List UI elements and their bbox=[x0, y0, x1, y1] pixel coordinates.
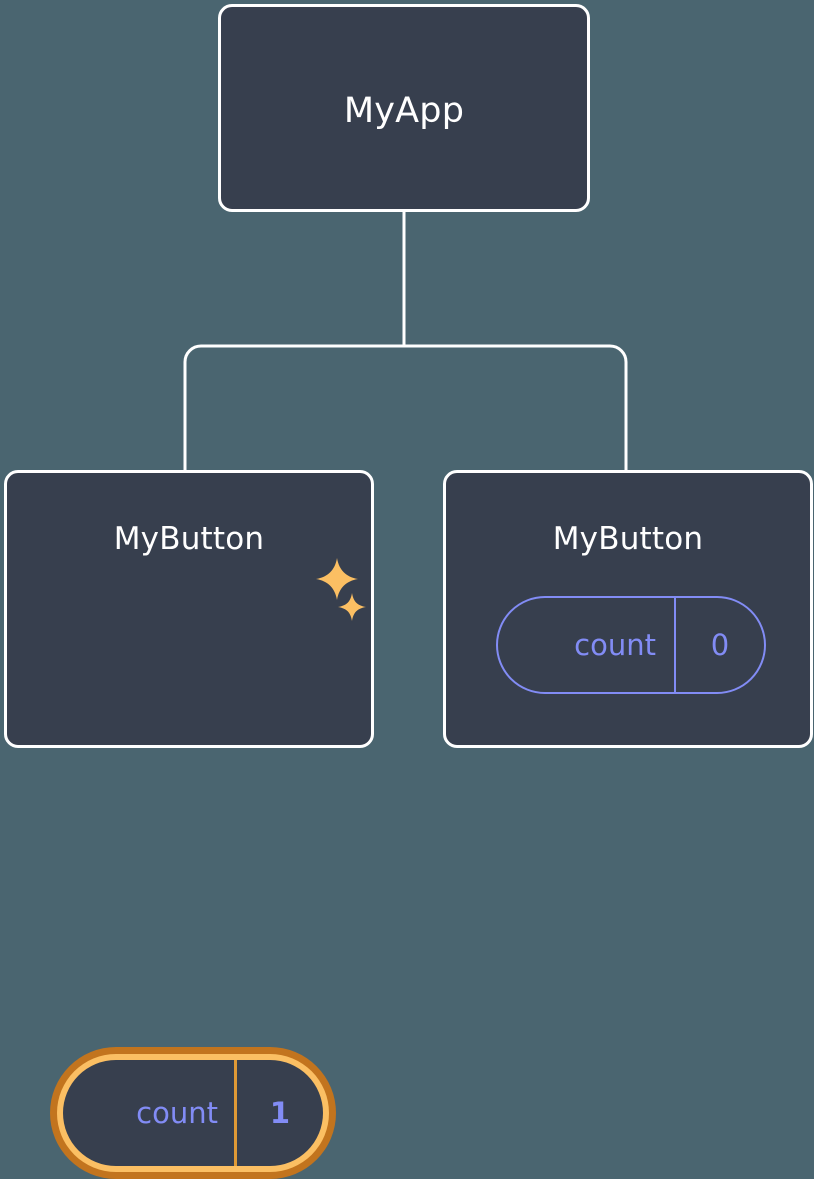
connector-branch-right bbox=[404, 344, 628, 472]
node-mybutton-left-label: MyButton bbox=[113, 521, 265, 557]
diagram-canvas: MyApp MyButton count 1 MyButton coun bbox=[4, 4, 813, 1179]
state-pill-highlighted[interactable]: count 1 bbox=[50, 1047, 336, 1179]
node-myapp-label: MyApp bbox=[343, 91, 465, 131]
state-key-count-left: count bbox=[63, 1060, 237, 1166]
state-pill-highlight-ring: count 1 bbox=[57, 1054, 329, 1172]
state-pill-plain[interactable]: count 0 bbox=[496, 596, 766, 694]
state-key-count-right: count bbox=[498, 598, 676, 692]
state-value-count-right: 0 bbox=[710, 628, 730, 662]
node-mybutton-left[interactable]: MyButton count 1 bbox=[4, 470, 374, 1179]
state-pill-highlighted-wrap: count 1 bbox=[50, 1047, 336, 1179]
node-mybutton-right-label: MyButton bbox=[552, 521, 704, 557]
node-mybutton-right[interactable]: MyButton count 0 bbox=[443, 470, 813, 748]
state-pill-plain-wrap: count 0 bbox=[496, 596, 766, 694]
node-myapp[interactable]: MyApp bbox=[218, 4, 590, 212]
state-pill-body: count 1 bbox=[63, 1060, 323, 1166]
connector-branch-left bbox=[183, 344, 404, 472]
state-value-count-left: 1 bbox=[269, 1096, 291, 1130]
